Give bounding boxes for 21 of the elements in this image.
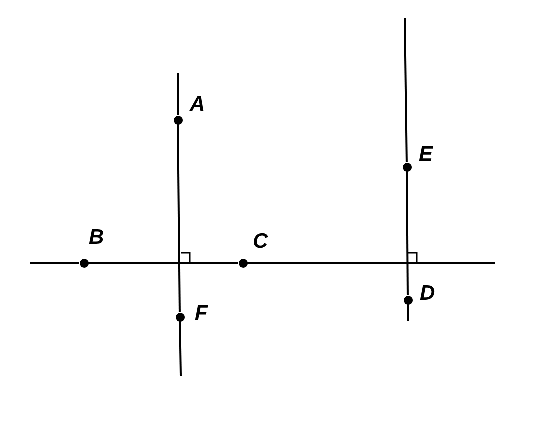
line-segment [177,124,181,313]
point-label: D [420,283,436,304]
point [176,312,184,322]
point-label: C [253,231,268,252]
line-segment [177,73,179,116]
point [404,296,412,304]
line-segment [404,18,408,163]
line-segment [407,304,409,321]
line-segment [406,172,409,296]
point [402,162,412,172]
point-label: B [89,227,104,248]
line-segment [88,262,238,264]
line-segment [179,321,182,376]
point-label: A [190,94,206,115]
point-label: F [195,303,208,324]
line-segment [248,262,495,264]
point-label: E [419,144,434,165]
point [174,116,182,124]
point [238,258,248,268]
line-segment [30,262,80,264]
point [80,258,88,268]
